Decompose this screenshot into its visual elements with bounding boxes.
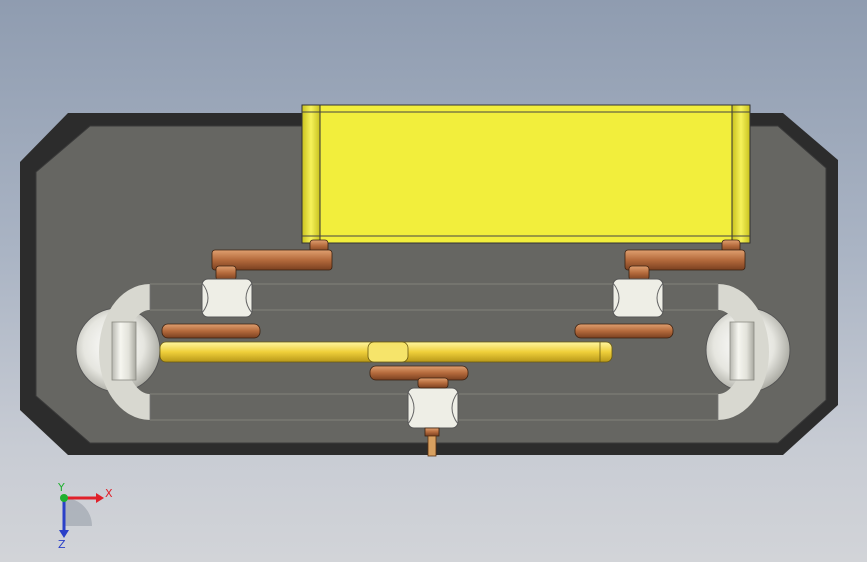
outlet-pin [424,427,440,457]
copper-arm-right [624,239,746,281]
tube-fitting-left [201,278,253,318]
yellow-rail [159,341,613,363]
yellow-block [301,104,751,244]
tube-fitting-right [612,278,664,318]
copper-strap-left [161,323,261,339]
tube-fitting-bottom [407,387,459,429]
copper-strap-right [574,323,674,339]
y-axis-dot [60,494,68,502]
z-axis-label: Z [58,538,66,550]
x-axis-label: X [105,487,113,500]
y-axis-label: Y [57,481,65,494]
copper-arm-left [211,239,333,281]
copper-bracket-bottom [369,365,469,389]
orientation-triad: X Y Z [57,481,113,550]
